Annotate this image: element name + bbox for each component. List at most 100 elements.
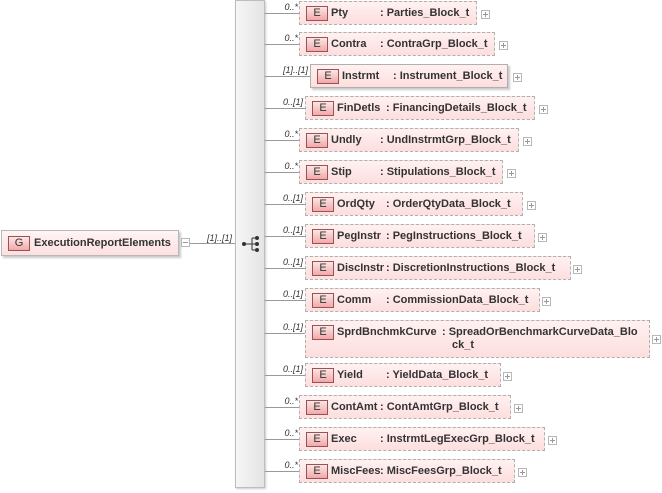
element-contra[interactable]: E Contra : ContraGrp_Block_t <box>299 32 495 56</box>
element-name: FinDetls <box>337 102 381 114</box>
element-badge-icon: E <box>306 6 328 21</box>
element-name: MiscFees <box>331 465 381 477</box>
element-type: : UndInstrmtGrp_Block_t <box>380 134 511 146</box>
element-badge-icon: E <box>312 325 334 340</box>
element-instrmt[interactable]: E Instrmt : Instrument_Block_t <box>310 64 508 88</box>
element-name: Undly <box>331 134 362 146</box>
element-findetls[interactable]: E FinDetls : FinancingDetails_Block_t <box>305 96 535 120</box>
collapse-toggle-icon[interactable] <box>181 238 190 247</box>
element-name: PegInstr <box>337 230 382 242</box>
element-sprdbnchmkcurve[interactable]: E SprdBnchmkCurve : SpreadOrBenchmarkCur… <box>305 320 650 358</box>
expand-toggle-icon[interactable] <box>514 404 523 413</box>
element-type: : DiscretionInstructions_Block_t <box>386 262 556 274</box>
element-badge-icon: E <box>312 197 334 212</box>
element-pty[interactable]: E Pty : Parties_Block_t <box>299 1 477 25</box>
element-type: : PegInstructions_Block_t <box>386 230 522 242</box>
connector-line <box>265 236 305 237</box>
connector-line <box>265 300 305 301</box>
element-contamt[interactable]: E ContAmt : ContAmtGrp_Block_t <box>299 395 511 419</box>
element-badge-icon: E <box>306 432 328 447</box>
cardinality-label: 0..[1] <box>282 97 303 107</box>
element-badge-icon: E <box>306 400 328 415</box>
element-type: : OrderQtyData_Block_t <box>386 198 511 210</box>
connector-line <box>265 333 305 334</box>
cardinality-label: 0..* <box>284 33 298 43</box>
element-miscfees[interactable]: E MiscFees : MiscFeesGrp_Block_t <box>299 459 515 483</box>
element-name: Exec <box>331 433 357 445</box>
cardinality-label: 0..* <box>284 396 298 406</box>
element-badge-icon: E <box>312 293 334 308</box>
element-name: Yield <box>337 369 363 381</box>
cardinality-label: 0..* <box>284 428 298 438</box>
element-type-continued: ck_t <box>452 339 475 351</box>
connector-line <box>265 172 300 173</box>
element-badge-icon: E <box>306 464 328 479</box>
element-badge-icon: E <box>306 165 328 180</box>
connector-line <box>265 140 300 141</box>
sequence-compositor-icon <box>242 236 259 252</box>
connector-line <box>265 407 300 408</box>
expand-toggle-icon[interactable] <box>507 169 516 178</box>
expand-toggle-icon[interactable] <box>513 73 522 82</box>
expand-toggle-icon[interactable] <box>481 10 490 19</box>
connector-line <box>265 13 300 14</box>
element-name: Stip <box>331 166 352 178</box>
element-discinstr[interactable]: E DiscInstr : DiscretionInstructions_Blo… <box>305 256 571 280</box>
cardinality-label: 0..[1] <box>282 225 303 235</box>
element-stip[interactable]: E Stip : Stipulations_Block_t <box>299 160 503 184</box>
expand-toggle-icon[interactable] <box>539 105 548 114</box>
element-yield[interactable]: E Yield : YieldData_Block_t <box>305 363 501 387</box>
cardinality-label: 0..[1] <box>282 289 303 299</box>
element-type: : SpreadOrBenchmarkCurveData_Blo <box>442 326 638 338</box>
element-badge-icon: E <box>312 101 334 116</box>
element-name: OrdQty <box>337 198 375 210</box>
expand-toggle-icon[interactable] <box>573 265 582 274</box>
cardinality-label: [1]..[1] <box>282 65 308 75</box>
element-type: : Instrument_Block_t <box>393 70 503 82</box>
element-type: : Stipulations_Block_t <box>380 166 496 178</box>
element-type: : CommissionData_Block_t <box>386 294 529 306</box>
expand-toggle-icon[interactable] <box>542 297 551 306</box>
cardinality-label: 0..[1] <box>282 193 303 203</box>
element-peginstr[interactable]: E PegInstr : PegInstructions_Block_t <box>305 224 535 248</box>
element-undly[interactable]: E Undly : UndInstrmtGrp_Block_t <box>299 128 519 152</box>
expand-toggle-icon[interactable] <box>499 41 508 50</box>
element-type: : ContraGrp_Block_t <box>380 38 488 50</box>
cardinality-label: 0..* <box>284 129 298 139</box>
connector-line <box>190 243 235 244</box>
connector-line <box>265 375 305 376</box>
cardinality-label: 0..[1] <box>282 257 303 267</box>
expand-toggle-icon[interactable] <box>503 372 512 381</box>
expand-toggle-icon[interactable] <box>548 436 557 445</box>
cardinality-label: 0..[1] <box>282 364 303 374</box>
element-type: : InstrmtLegExecGrp_Block_t <box>380 433 535 445</box>
expand-toggle-icon[interactable] <box>527 201 536 210</box>
element-type: : FinancingDetails_Block_t <box>386 102 527 114</box>
element-exec[interactable]: E Exec : InstrmtLegExecGrp_Block_t <box>299 427 545 451</box>
expand-toggle-icon[interactable] <box>652 335 661 344</box>
expand-toggle-icon[interactable] <box>518 468 527 477</box>
element-ordqty[interactable]: E OrdQty : OrderQtyData_Block_t <box>305 192 523 216</box>
element-badge-icon: E <box>312 261 334 276</box>
element-name: Comm <box>337 294 372 306</box>
element-badge-icon: E <box>317 69 339 84</box>
cardinality-label: 0..* <box>284 161 298 171</box>
element-type: : YieldData_Block_t <box>386 369 489 381</box>
expand-toggle-icon[interactable] <box>538 233 547 242</box>
element-badge-icon: E <box>312 368 334 383</box>
group-execution-report-elements[interactable]: G ExecutionReportElements <box>1 230 179 256</box>
expand-toggle-icon[interactable] <box>523 137 532 146</box>
element-badge-icon: E <box>306 133 328 148</box>
connector-line <box>265 204 305 205</box>
element-comm[interactable]: E Comm : CommissionData_Block_t <box>305 288 540 312</box>
cardinality-label: 0..* <box>284 460 298 470</box>
element-type: : MiscFeesGrp_Block_t <box>380 465 502 477</box>
element-name: Contra <box>331 38 367 50</box>
element-type: : Parties_Block_t <box>380 7 470 19</box>
group-cardinality: [1]..[1] <box>206 233 232 243</box>
cardinality-label: 0..[1] <box>282 322 303 332</box>
element-name: Instrmt <box>342 70 380 82</box>
element-type: : ContAmtGrp_Block_t <box>380 401 499 413</box>
connector-line <box>265 76 310 77</box>
group-name: ExecutionReportElements <box>34 237 171 249</box>
